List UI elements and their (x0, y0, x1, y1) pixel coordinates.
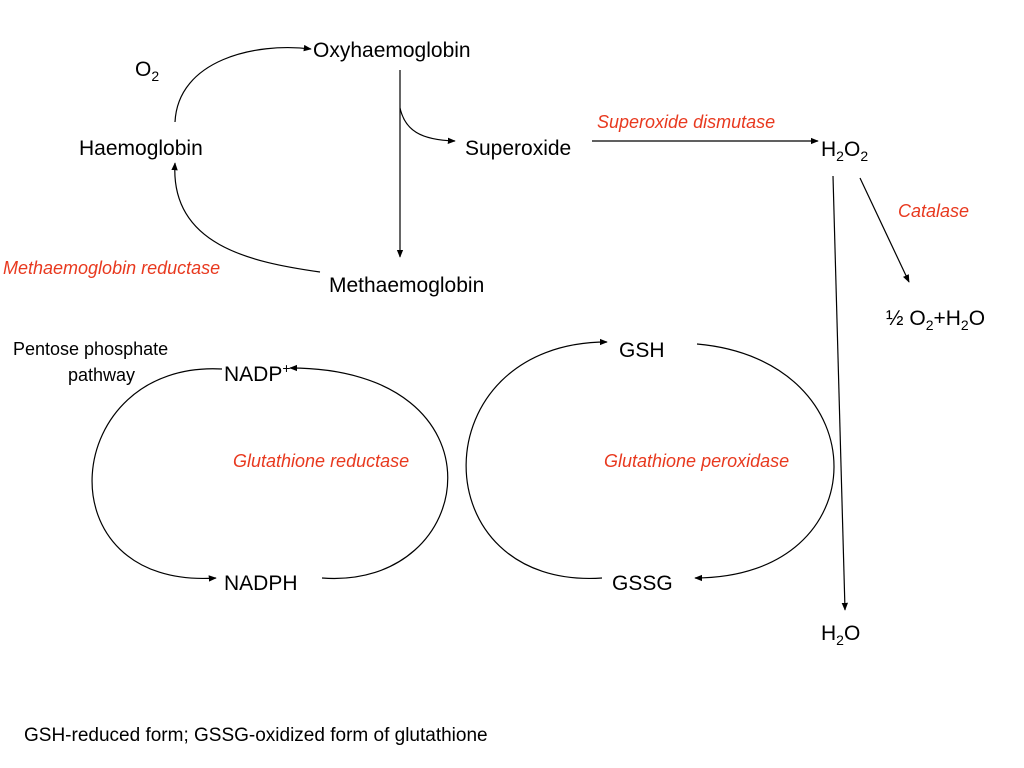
label-hydrogen-peroxide: H2O2 (821, 138, 868, 164)
arrow-methaemoglobin-to-haemoglobin (171, 162, 321, 273)
label-oxyhaemoglobin: Oxyhaemoglobin (313, 39, 471, 62)
label-haemoglobin: Haemoglobin (79, 137, 203, 160)
enzyme-methaemoglobin-reductase: Methaemoglobin reductase (3, 258, 220, 278)
label-pentose-phosphate-line2: pathway (68, 365, 135, 385)
label-water: H2O (821, 622, 860, 648)
arrow-h2o2-to-water-oxygen (859, 177, 910, 283)
label-oxygen: O2 (135, 58, 159, 84)
label-nadp: NADP+ (224, 360, 291, 386)
label-gssg: GSSG (612, 572, 673, 595)
arrow-haemoglobin-to-oxyhaemoglobin (174, 44, 312, 123)
label-methaemoglobin: Methaemoglobin (329, 274, 484, 297)
label-nadph: NADPH (224, 572, 298, 595)
label-pentose-phosphate-line1: Pentose phosphate (13, 339, 168, 359)
arrow-gsh-to-gssg (694, 343, 835, 582)
enzyme-glutathione-reductase: Glutathione reductase (233, 451, 409, 471)
label-gsh: GSH (619, 339, 665, 362)
arrow-nadp-to-nadph (91, 368, 223, 582)
enzyme-superoxide-dismutase: Superoxide dismutase (597, 112, 775, 132)
arrow-gssg-to-gsh (465, 338, 608, 579)
label-superoxide: Superoxide (465, 137, 571, 160)
label-half-oxygen-plus-water: ½ O2+H2O (886, 307, 985, 333)
arrow-h2o2-to-h2o (832, 175, 848, 611)
enzyme-catalase: Catalase (898, 201, 969, 221)
enzyme-glutathione-peroxidase: Glutathione peroxidase (604, 451, 789, 471)
arrow-oxyhaemoglobin-to-superoxide (399, 107, 456, 144)
footnote: GSH-reduced form; GSSG-oxidized form of … (24, 725, 488, 746)
arrow-nadph-to-nadp (289, 364, 449, 579)
